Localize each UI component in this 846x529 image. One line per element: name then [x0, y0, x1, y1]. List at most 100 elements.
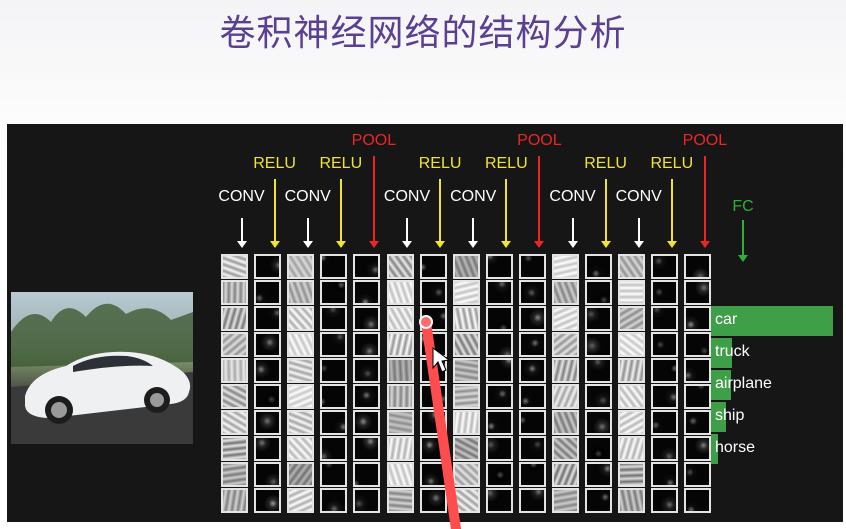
feature-map	[221, 358, 248, 383]
feature-map	[552, 462, 579, 487]
feature-map	[452, 410, 480, 435]
feature-map	[452, 280, 480, 305]
class-score-bar	[711, 338, 732, 368]
feature-map	[386, 436, 414, 461]
layer-label-pool: POOL	[517, 132, 562, 149]
feature-map	[353, 462, 381, 487]
feature-map	[254, 384, 282, 409]
layer-label-conv: CONV	[615, 188, 662, 205]
feature-map	[618, 436, 646, 461]
feature-map	[287, 436, 315, 461]
layer-arrow-relu	[600, 179, 611, 248]
feature-map	[254, 488, 282, 513]
feature-map	[585, 306, 613, 331]
feature-map	[419, 254, 447, 279]
layer-arrow-relu	[501, 179, 512, 248]
feature-map	[320, 488, 348, 513]
feature-map	[552, 332, 579, 357]
layer-label-pool: POOL	[682, 132, 728, 149]
feature-map	[485, 254, 513, 279]
car-photo-drawing	[11, 303, 193, 444]
layer-arrow-relu	[435, 179, 446, 248]
class-label: ship	[715, 407, 745, 424]
feature-map	[287, 254, 315, 279]
feature-map	[585, 410, 613, 435]
feature-map	[618, 280, 646, 305]
layer-arrow-conv	[236, 218, 247, 248]
feature-map	[353, 436, 381, 461]
feature-map	[518, 384, 546, 409]
feature-map	[651, 436, 679, 461]
layer-arrow-conv	[468, 218, 479, 248]
feature-map	[585, 254, 613, 279]
feature-map	[287, 358, 315, 383]
feature-map	[254, 332, 282, 357]
input-car-image	[11, 292, 193, 444]
feature-map	[651, 254, 679, 279]
layer-label-conv: CONV	[218, 188, 265, 205]
feature-map	[452, 254, 480, 279]
feature-map	[485, 462, 513, 487]
feature-map	[419, 358, 447, 383]
page-title: 卷积神经网络的结构分析	[219, 13, 627, 54]
feature-map	[419, 332, 447, 357]
feature-map	[452, 332, 480, 357]
feature-map	[452, 306, 480, 331]
feature-map	[651, 462, 679, 487]
feature-map	[287, 488, 315, 513]
feature-map	[386, 488, 414, 513]
feature-map	[419, 306, 447, 331]
feature-map	[618, 462, 646, 487]
feature-map	[552, 488, 579, 513]
feature-map	[684, 410, 712, 435]
feature-map	[618, 410, 646, 435]
feature-map	[320, 306, 348, 331]
feature-map	[518, 280, 546, 305]
feature-map	[552, 384, 579, 409]
feature-map	[585, 280, 613, 305]
feature-map	[684, 254, 712, 279]
feature-map	[684, 436, 712, 461]
feature-map	[684, 332, 712, 357]
feature-map	[585, 332, 613, 357]
feature-map	[386, 306, 414, 331]
feature-map	[518, 358, 546, 383]
feature-map	[585, 358, 613, 383]
feature-map	[353, 410, 381, 435]
fc-arrow	[738, 220, 748, 262]
feature-map	[287, 462, 315, 487]
feature-map	[518, 488, 546, 513]
feature-map	[485, 332, 513, 357]
feature-map	[485, 436, 513, 461]
feature-map	[552, 410, 579, 435]
feature-map	[353, 488, 381, 513]
feature-map	[386, 280, 414, 305]
class-score-bar	[711, 402, 726, 432]
feature-map	[651, 358, 679, 383]
feature-map	[452, 358, 480, 383]
feature-map	[221, 254, 248, 279]
feature-map	[353, 306, 381, 331]
feature-map	[684, 306, 712, 331]
feature-map	[651, 280, 679, 305]
feature-map	[684, 462, 712, 487]
feature-map	[485, 488, 513, 513]
feature-map	[585, 488, 613, 513]
feature-map	[320, 462, 348, 487]
fc-label: FC	[732, 198, 754, 215]
feature-map	[386, 332, 414, 357]
feature-map	[254, 280, 282, 305]
layer-label-conv: CONV	[549, 188, 596, 205]
feature-map	[353, 280, 381, 305]
feature-map	[419, 462, 447, 487]
feature-map	[485, 410, 513, 435]
feature-map	[254, 358, 282, 383]
feature-map	[254, 436, 282, 461]
feature-map	[353, 254, 381, 279]
feature-map	[651, 410, 679, 435]
feature-map	[518, 306, 546, 331]
feature-map	[419, 410, 447, 435]
feature-map	[552, 436, 579, 461]
layer-arrow-relu	[335, 179, 346, 248]
feature-map	[585, 436, 613, 461]
